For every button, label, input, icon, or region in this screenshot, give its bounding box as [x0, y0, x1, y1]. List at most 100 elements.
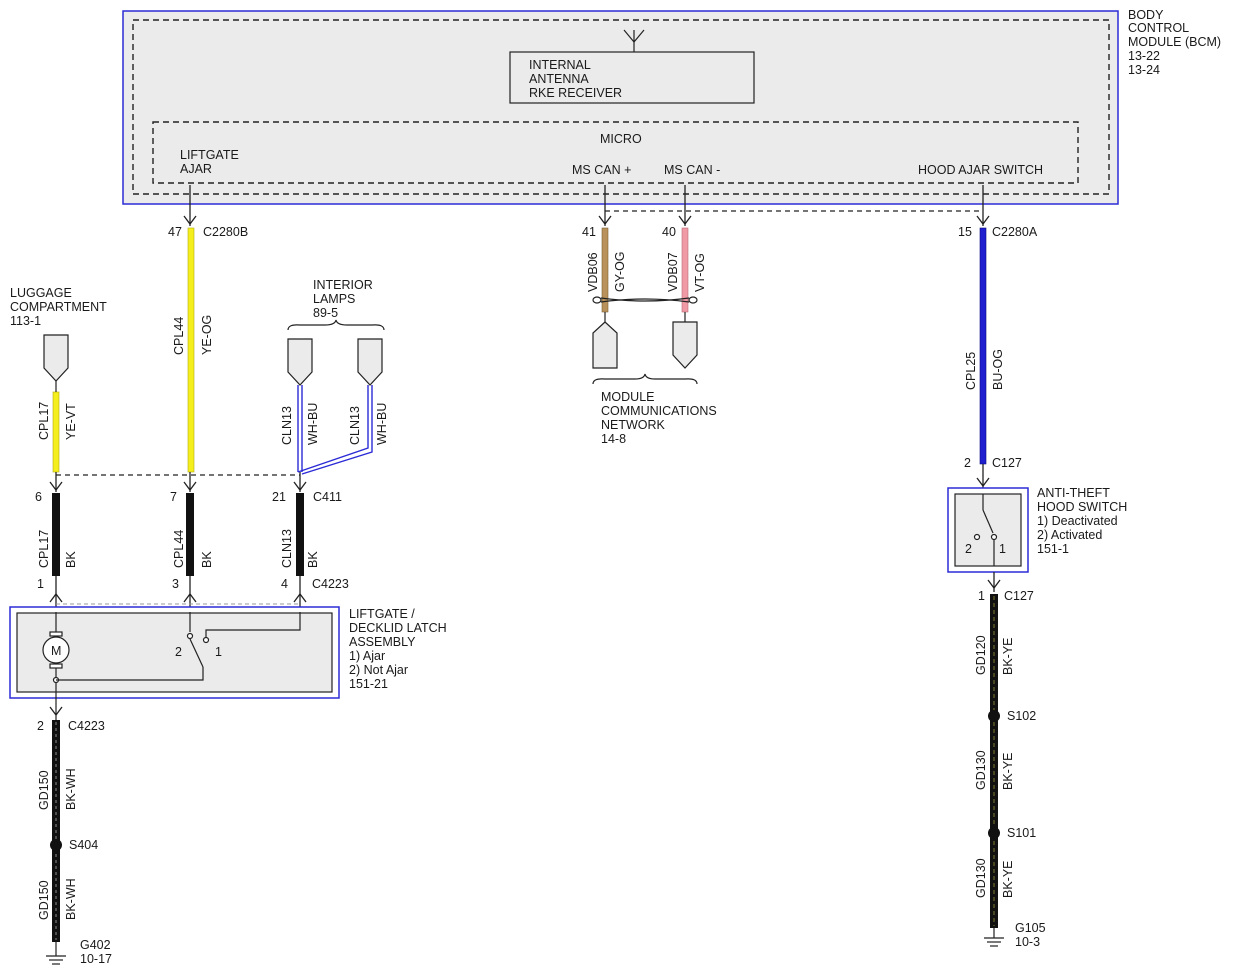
liftgate-ajar-label: AJAR [180, 162, 212, 176]
connector-c2280a: C2280A [992, 225, 1038, 239]
wire-color-bk-ye: BK-YE [1001, 752, 1015, 790]
pin-number: 7 [170, 490, 177, 504]
wire-label-cpl44: CPL44 [172, 530, 186, 568]
wire-cpl44-black [186, 493, 194, 576]
splice-s101-label: S101 [1007, 826, 1036, 840]
luggage-label: 113-1 [10, 314, 41, 328]
c4223-connector-arrows [49, 576, 307, 612]
wire-color-vt-og: VT-OG [693, 253, 707, 292]
hood-switch-contacts [973, 494, 998, 566]
connector-c4223: C4223 [312, 577, 349, 591]
bcm-title-line: BODY [1128, 8, 1164, 22]
wire-label-gd120: GD120 [974, 635, 988, 675]
micro-dashed-box [152, 121, 1079, 184]
pin-number: 1 [37, 577, 44, 591]
wire-cln13-wh-bu [297, 385, 373, 475]
anti-theft-label: ANTI-THEFT [1037, 486, 1110, 500]
pin-number: 41 [582, 225, 596, 239]
splice-s404-label: S404 [69, 838, 98, 852]
pin-number: 6 [35, 490, 42, 504]
connector-c2280b: C2280B [203, 225, 248, 239]
pin-number: 2 [37, 719, 44, 733]
network-connector-icon [672, 321, 698, 369]
luggage-label: COMPARTMENT [10, 300, 107, 314]
splice-s404 [50, 839, 62, 851]
ground-g402-label: 10-17 [80, 952, 112, 966]
splice-s101 [988, 827, 1000, 839]
bcm-inner-dashed-box [132, 19, 1110, 195]
module-comm-label: NETWORK [601, 418, 666, 432]
wire-label-vdb06: VDB06 [586, 252, 600, 292]
module-comm-brace [592, 373, 698, 385]
wire-color-bk: BK [306, 551, 320, 568]
wire-cpl25-bu-og [979, 227, 987, 465]
interior-lamps-label: 89-5 [313, 306, 338, 320]
c127-lower-arrow [987, 572, 1001, 592]
wire-color-bk-ye: BK-YE [1001, 637, 1015, 675]
wire-vdb06-gy-og [601, 227, 609, 313]
wire-color-wh-bu: WH-BU [375, 403, 389, 445]
interior-lamps-brace [287, 319, 385, 331]
luggage-connector-icon [43, 334, 69, 382]
switch-position-2: 2 [175, 645, 182, 659]
anti-theft-label: 2) Activated [1037, 528, 1102, 542]
pin-number: 40 [662, 225, 676, 239]
connector-c127: C127 [1004, 589, 1034, 603]
liftgate-assembly-label: 2) Not Ajar [349, 663, 408, 677]
liftgate-ajar-switch [56, 612, 301, 681]
wire-color-ye-og: YE-OG [200, 315, 214, 355]
wire-label-cpl25: CPL25 [964, 352, 978, 390]
connector-c127: C127 [992, 456, 1022, 470]
wire-label-cpl44: CPL44 [172, 317, 186, 355]
pin-number: 2 [964, 456, 971, 470]
anti-theft-label: 151-1 [1037, 542, 1069, 556]
bcm-title-line: CONTROL [1128, 21, 1189, 35]
ground-g402-label: G402 [80, 938, 111, 952]
liftgate-ajar-label: LIFTGATE [180, 148, 239, 162]
pin-number: 4 [281, 577, 288, 591]
c4223-lower-arrow [49, 706, 63, 717]
hood-ajar-switch-label: HOOD AJAR SWITCH [918, 163, 1043, 177]
pin-number: 15 [958, 225, 972, 239]
motor-label: M [51, 644, 61, 658]
interior-lamp-connector-icon [287, 338, 313, 386]
bcm-module-box [122, 10, 1119, 205]
wire-color-bk-wh: BK-WH [64, 768, 78, 810]
wire-cpl44-yellow [187, 227, 195, 473]
bcm-title-line: MODULE (BCM) [1128, 35, 1221, 49]
ground-g402-icon [46, 942, 66, 965]
switch-position-1: 1 [999, 542, 1006, 556]
wire-color-ye-vt: YE-VT [64, 403, 78, 440]
bcm-title-line: 13-24 [1128, 63, 1160, 77]
wire-cpl17-black [52, 493, 60, 576]
pin-number: 21 [272, 490, 286, 504]
wire-label-gd130: GD130 [974, 750, 988, 790]
c411-connector-arrows [49, 472, 307, 492]
wire-cpl17-yellow [52, 391, 60, 473]
switch-position-2: 2 [965, 542, 972, 556]
rke-receiver-box [509, 51, 755, 104]
micro-label: MICRO [600, 132, 642, 146]
module-comm-label: MODULE [601, 390, 654, 404]
wire-color-gy-og: GY-OG [613, 251, 627, 292]
liftgate-latch-inner-box [16, 612, 333, 693]
anti-theft-label: 1) Deactivated [1037, 514, 1118, 528]
bcm-title-line: 13-22 [1128, 49, 1160, 63]
wire-label-cln13: CLN13 [280, 406, 294, 445]
rke-receiver-label: ANTENNA [529, 72, 589, 86]
rke-receiver-label: INTERNAL [529, 58, 591, 72]
pin-number: 47 [168, 225, 182, 239]
ground-g105-icon [984, 928, 1004, 947]
anti-theft-label: HOOD SWITCH [1037, 500, 1127, 514]
wire-color-bk: BK [200, 551, 214, 568]
antenna-icon [623, 29, 645, 52]
module-comm-label: 14-8 [601, 432, 626, 446]
wire-color-bk-wh: BK-WH [64, 878, 78, 920]
wire-label-gd130: GD130 [974, 858, 988, 898]
wire-cln13-black [296, 493, 304, 576]
wire-label-vdb07: VDB07 [666, 252, 680, 292]
ms-can-minus-label: MS CAN - [664, 163, 720, 177]
wire-color-bk-ye: BK-YE [1001, 860, 1015, 898]
splice-s102 [988, 710, 1000, 722]
